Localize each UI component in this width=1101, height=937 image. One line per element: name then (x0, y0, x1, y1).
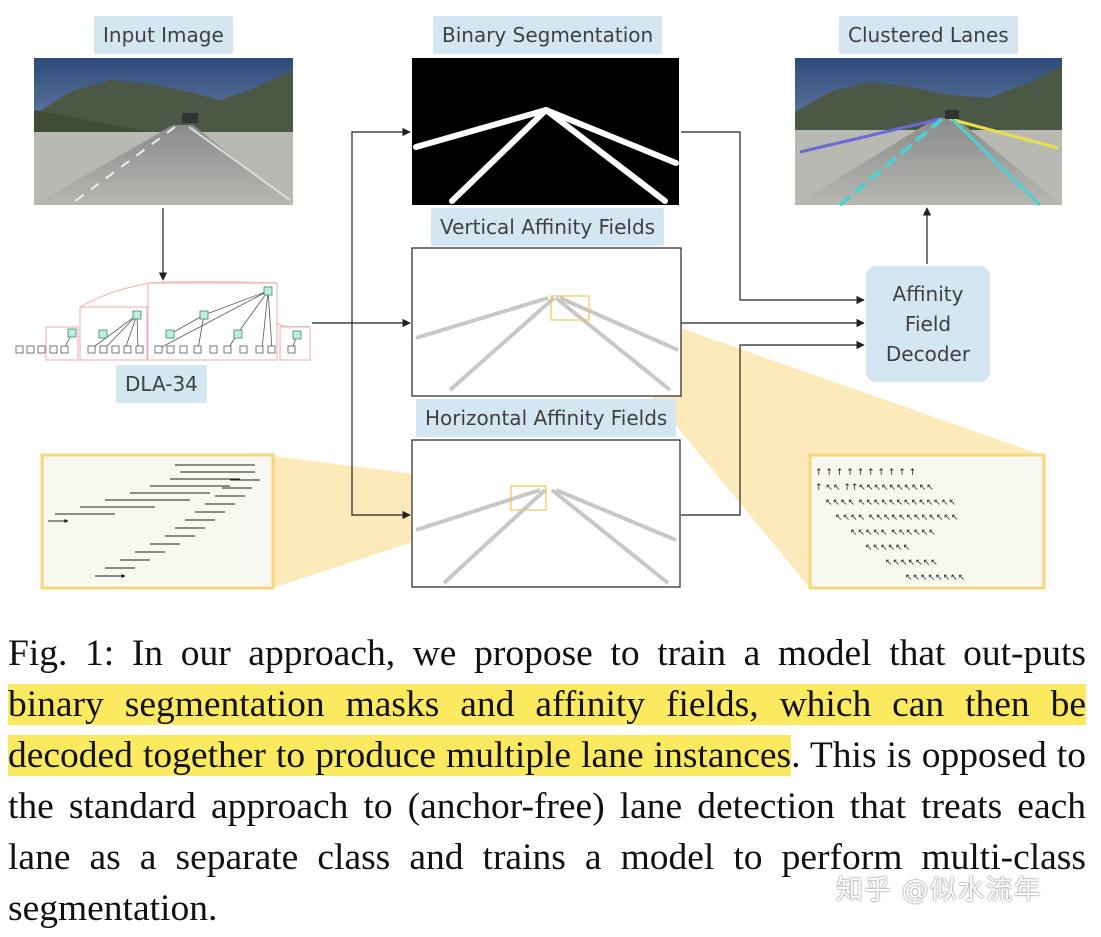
caption-highlight-1: binary segmentation masks and affinity f… (8, 684, 750, 725)
decoder-line-3: Decoder (885, 342, 971, 366)
svg-text:↖↖↖↖ ↖↖↖↖↖↖↖↖↖↖↖↖↖: ↖↖↖↖ ↖↖↖↖↖↖↖↖↖↖↖↖↖ (825, 498, 956, 508)
caption-suffix: . This is opposed to the standard approa… (8, 735, 1086, 929)
lane-pipeline-diagram: ↑ ↑ ↑ ↑ ↑ ↑ ↑ ↑ ↑ ↑ ↑ ↖↖ ↑↑↖↖↖↖↖↖↖↖↖↖ ↖↖… (15, 58, 1062, 590)
figure-caption: Fig. 1: In our approach, we propose to t… (8, 628, 1086, 934)
clustered-lanes-image (795, 58, 1062, 207)
vertical-zoom-box (550, 295, 590, 321)
connector-arrows (158, 127, 932, 520)
vertical-arrow-field: ↑ ↑ ↑ ↑ ↑ ↑ ↑ ↑ ↑ ↑ ↑ ↖↖ ↑↑↖↖↖↖↖↖↖↖↖↖ ↖↖… (815, 468, 965, 583)
watermark: 知乎 @似水流年 (836, 875, 1042, 906)
svg-text:↖↖↖↖↖ ↖↖↖↖↖↖: ↖↖↖↖↖ ↖↖↖↖↖↖ (850, 528, 936, 538)
binary-segmentation-label: Binary Segmentation (433, 16, 663, 54)
decoder-line-2: Field (904, 312, 952, 336)
svg-text:↖↖↖↖↖↖↖: ↖↖↖↖↖↖↖ (885, 558, 938, 568)
svg-text:↖↖↖↖ ↖↖↖↖↖↖↖↖↖↖↖↖: ↖↖↖↖ ↖↖↖↖↖↖↖↖↖↖↖↖ (835, 513, 959, 523)
horizontal-affinity-fields-label: Horizontal Affinity Fields (416, 399, 677, 437)
input-image-label: Input Image (94, 16, 233, 54)
input-image (34, 58, 293, 206)
affinity-field-decoder-box: Affinity Field Decoder (866, 266, 990, 382)
svg-text:↖↖↖↖↖↖: ↖↖↖↖↖↖ (865, 543, 910, 553)
horizontal-affinity-field-panel (411, 439, 681, 588)
svg-text:↖↖↖↖↖↖↖↖: ↖↖↖↖↖↖↖↖ (905, 573, 965, 583)
vertical-affinity-fields-label: Vertical Affinity Fields (431, 208, 665, 246)
svg-text:↑ ↑ ↑ ↑ ↑ ↑ ↑ ↑ ↑ ↑: ↑ ↑ ↑ ↑ ↑ ↑ ↑ ↑ ↑ ↑ (815, 468, 916, 478)
horizontal-zoom-box (510, 485, 547, 511)
svg-text:↑ ↖↖ ↑↑↖↖↖↖↖↖↖↖↖↖: ↑ ↖↖ ↑↑↖↖↖↖↖↖↖↖↖↖ (815, 483, 934, 493)
clustered-lanes-label: Clustered Lanes (839, 16, 1018, 54)
horizontal-zoom-detail (40, 453, 275, 590)
binary-segmentation-mask (412, 58, 679, 205)
vertical-zoom-detail: ↑ ↑ ↑ ↑ ↑ ↑ ↑ ↑ ↑ ↑ ↑ ↖↖ ↑↑↖↖↖↖↖↖↖↖↖↖ ↖↖… (808, 453, 1046, 590)
decoder-line-1: Affinity (892, 282, 964, 306)
dla34-label: DLA-34 (116, 365, 207, 403)
caption-prefix: Fig. 1: In our approach, we propose to t… (8, 633, 1086, 674)
vertical-affinity-field-panel (411, 247, 682, 397)
dla34-network (15, 281, 311, 361)
